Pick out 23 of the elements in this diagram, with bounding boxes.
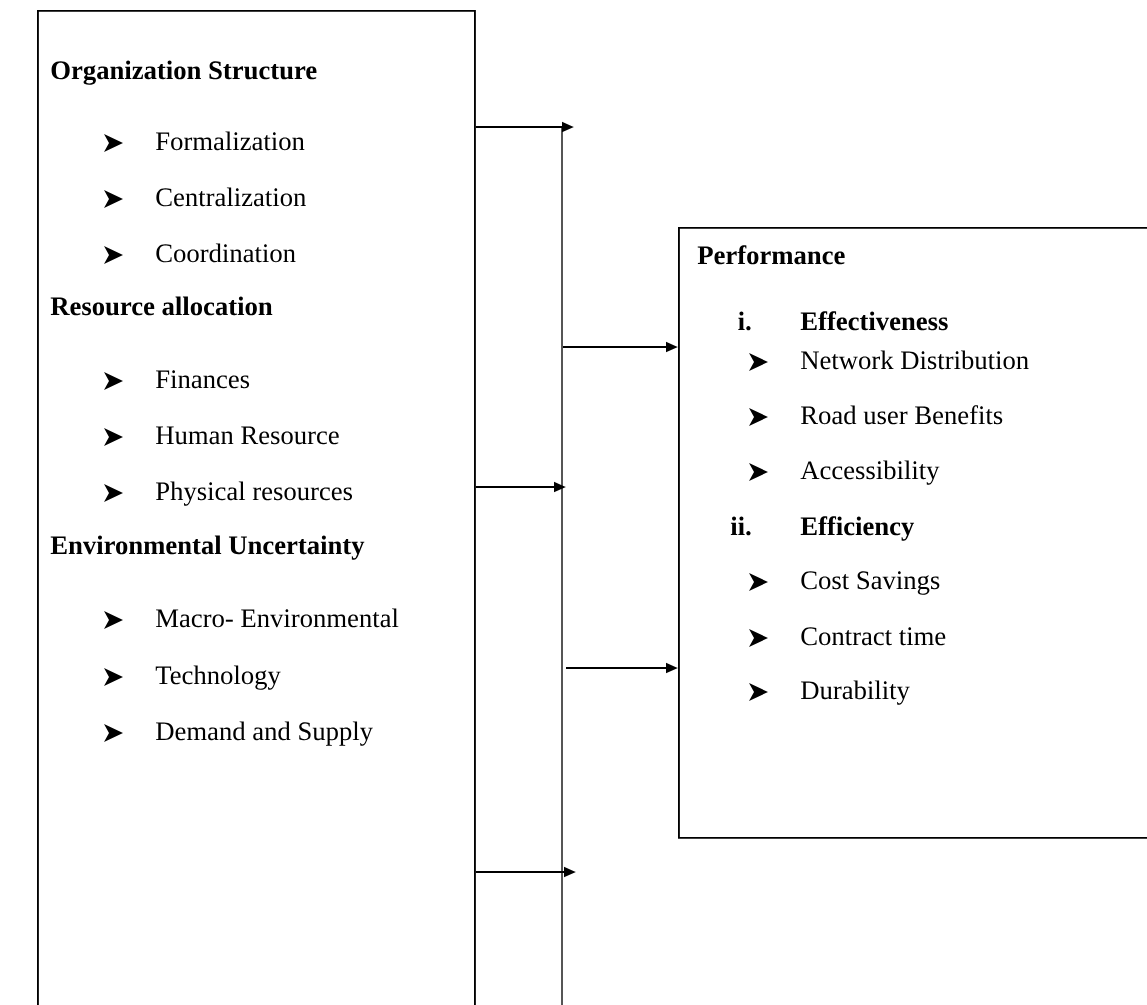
- heading: Organization Structure: [51, 60, 317, 85]
- list-item: Centralization: [104, 187, 306, 208]
- list-item: Macro- Environmental: [104, 608, 399, 629]
- heading: Environmental Uncertainty: [50, 535, 365, 560]
- heading: Efficiency: [800, 516, 915, 541]
- list-item: Network Distribution: [749, 350, 1029, 371]
- list-number: i.: [738, 311, 751, 331]
- list-item: Cost Savings: [749, 571, 940, 595]
- list-item: Human Resource: [104, 426, 339, 446]
- list-item: Technology: [104, 665, 281, 690]
- list-item: Accessibility: [749, 460, 940, 485]
- list-item: Durability: [749, 680, 910, 705]
- list-item: Coordination: [104, 243, 296, 264]
- list-item: Road user Benefits: [749, 405, 1003, 426]
- heading: Effectiveness: [800, 311, 948, 331]
- heading: Resource allocation: [50, 296, 273, 316]
- list-item: Formalization: [104, 131, 305, 152]
- list-number: ii.: [730, 516, 751, 536]
- list-item: Physical resources: [104, 481, 353, 506]
- list-item: Demand and Supply: [104, 721, 373, 746]
- heading: Performance: [697, 245, 845, 265]
- list-item: Finances: [104, 370, 250, 390]
- list-item: Contract time: [749, 627, 946, 647]
